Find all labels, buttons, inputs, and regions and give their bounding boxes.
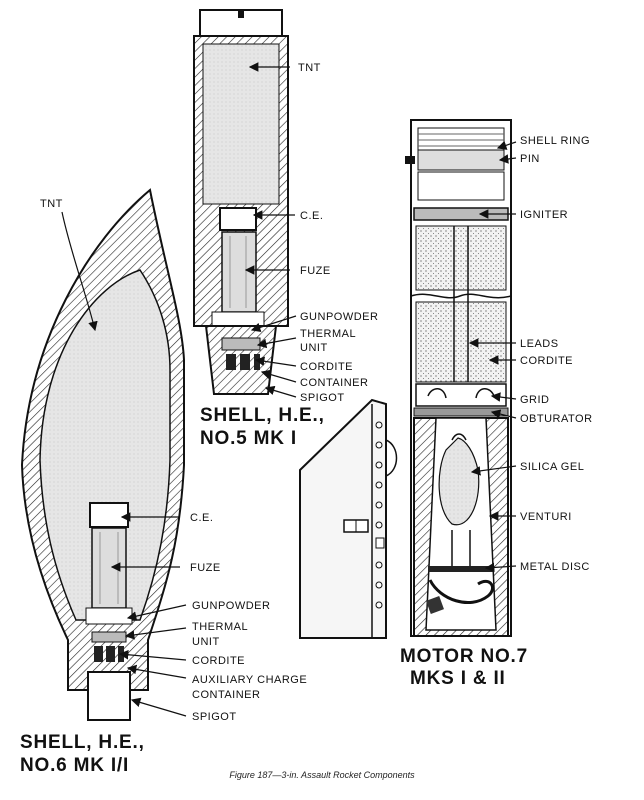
motor-label-shell-ring: SHELL RING	[520, 135, 590, 147]
shell5-label-gunpowder: GUNPOWDER	[300, 311, 378, 323]
shell5-title-line2: NO.5 MK I	[200, 428, 297, 449]
shell-no5-drawing	[193, 9, 289, 395]
shell-no6-leaders	[61, 211, 187, 717]
motor-drawing	[405, 119, 512, 637]
motor-label-grid: GRID	[520, 394, 550, 406]
shell6-label-spigot: SPIGOT	[192, 711, 237, 723]
motor-label-venturi: VENTURI	[520, 511, 572, 523]
motor-title-line2: MKS I & II	[410, 668, 506, 689]
motor-label-obturator: OBTURATOR	[520, 413, 593, 425]
shell6-label-unit: UNIT	[192, 636, 220, 648]
motor-label-metal-disc: METAL DISC	[520, 561, 590, 573]
shell6-label-gunpowder: GUNPOWDER	[192, 600, 270, 612]
shell6-label-ce: C.E.	[190, 512, 213, 524]
shell5-label-thermal: THERMAL	[300, 328, 356, 340]
motor-label-igniter: IGNITER	[520, 209, 568, 221]
shell5-label-unit: UNIT	[300, 342, 328, 354]
motor-title-line1: MOTOR NO.7	[400, 646, 528, 667]
motor-label-pin: PIN	[520, 153, 540, 165]
shell5-label-fuze: FUZE	[300, 265, 331, 277]
motor-label-silica-gel: SILICA GEL	[520, 461, 584, 473]
motor-leaders	[468, 140, 517, 573]
figure-caption: Figure 187—3-in. Assault Rocket Componen…	[229, 770, 415, 780]
shell-no5-leaders	[244, 62, 297, 398]
shell5-label-container: CONTAINER	[300, 377, 368, 389]
motor-label-leads: LEADS	[520, 338, 559, 350]
shell6-label-cordite: CORDITE	[192, 655, 245, 667]
shell6-label-auxiliary-charge: AUXILIARY CHARGE	[192, 674, 307, 686]
shell5-title-line1: SHELL, H.E.,	[200, 405, 325, 426]
shell6-label-tnt: TNT	[40, 198, 63, 210]
shell6-label-container: CONTAINER	[192, 689, 260, 701]
motor-label-cordite: CORDITE	[520, 355, 573, 367]
shell5-label-ce: C.E.	[300, 210, 323, 222]
fin-drawing	[299, 398, 398, 639]
shell5-label-cordite: CORDITE	[300, 361, 353, 373]
shell6-label-thermal: THERMAL	[192, 621, 248, 633]
shell5-label-spigot: SPIGOT	[300, 392, 345, 404]
shell6-title-line1: SHELL, H.E.,	[20, 732, 145, 753]
shell6-label-fuze: FUZE	[190, 562, 221, 574]
shell5-label-tnt: TNT	[298, 62, 321, 74]
shell6-title-line2: NO.6 MK I/I	[20, 755, 129, 776]
shell-no6-drawing	[20, 188, 185, 721]
